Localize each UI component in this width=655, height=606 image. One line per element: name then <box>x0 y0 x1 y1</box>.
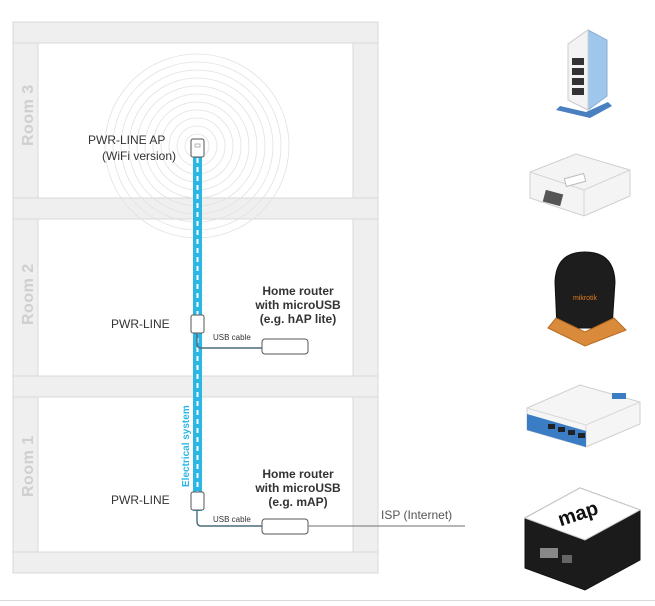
pwr-line-ap-socket-icon <box>194 143 201 148</box>
usb-cable-room2-label: USB cable <box>213 333 251 342</box>
pwr-line-room1-label: PWR-LINE <box>111 493 170 507</box>
right-wall-room1 <box>352 396 379 553</box>
roof-slab <box>12 21 379 44</box>
ap-variant-label: (WiFi version) <box>102 149 176 163</box>
pwr-line-room2-label: PWR-LINE <box>111 317 170 331</box>
white-blue-router-device <box>556 29 612 118</box>
hap-lite-router-device <box>526 384 641 448</box>
router-room2-box <box>261 338 309 355</box>
router-room2-line2: with microUSB <box>255 298 341 312</box>
right-wall-room3 <box>352 42 379 199</box>
router-room1-line3: (e.g. mAP) <box>268 495 328 509</box>
router-room1-box <box>261 518 309 535</box>
svg-text:mikrotik: mikrotik <box>573 295 598 302</box>
ground-slab <box>12 551 379 574</box>
room-1-label: Room 1 <box>20 435 37 497</box>
pwr-line-room1-device <box>190 491 205 511</box>
isp-label: ISP (Internet) <box>381 508 453 522</box>
right-wall-room2 <box>352 218 379 377</box>
mini-ap-device <box>529 153 631 217</box>
usb-cable-room1-label: USB cable <box>213 515 251 524</box>
router-room1-line1: Home router <box>262 467 334 481</box>
left-wall-room3 <box>12 42 39 199</box>
bottom-divider <box>0 600 655 601</box>
building-structure <box>12 21 379 574</box>
left-wall-room2 <box>12 218 39 377</box>
room-2-label: Room 2 <box>20 263 37 325</box>
room-3-label: Room 3 <box>20 84 37 146</box>
router-room2-line3: (e.g. hAP lite) <box>259 312 337 326</box>
router-room2-line1: Home router <box>262 284 334 298</box>
map-router-device: map <box>523 487 642 591</box>
usb-cable-room1 <box>196 510 262 527</box>
pwr-line-room2-device <box>190 314 205 334</box>
electrical-system-label: Electrical system <box>181 405 192 487</box>
ap-name-label: PWR-LINE AP <box>88 133 166 147</box>
black-orange-router-device: mikrotik <box>547 251 627 347</box>
router-room1-line2: with microUSB <box>255 481 341 495</box>
pwr-line-ap-device <box>190 138 205 158</box>
usb-cable-room2 <box>196 333 262 349</box>
